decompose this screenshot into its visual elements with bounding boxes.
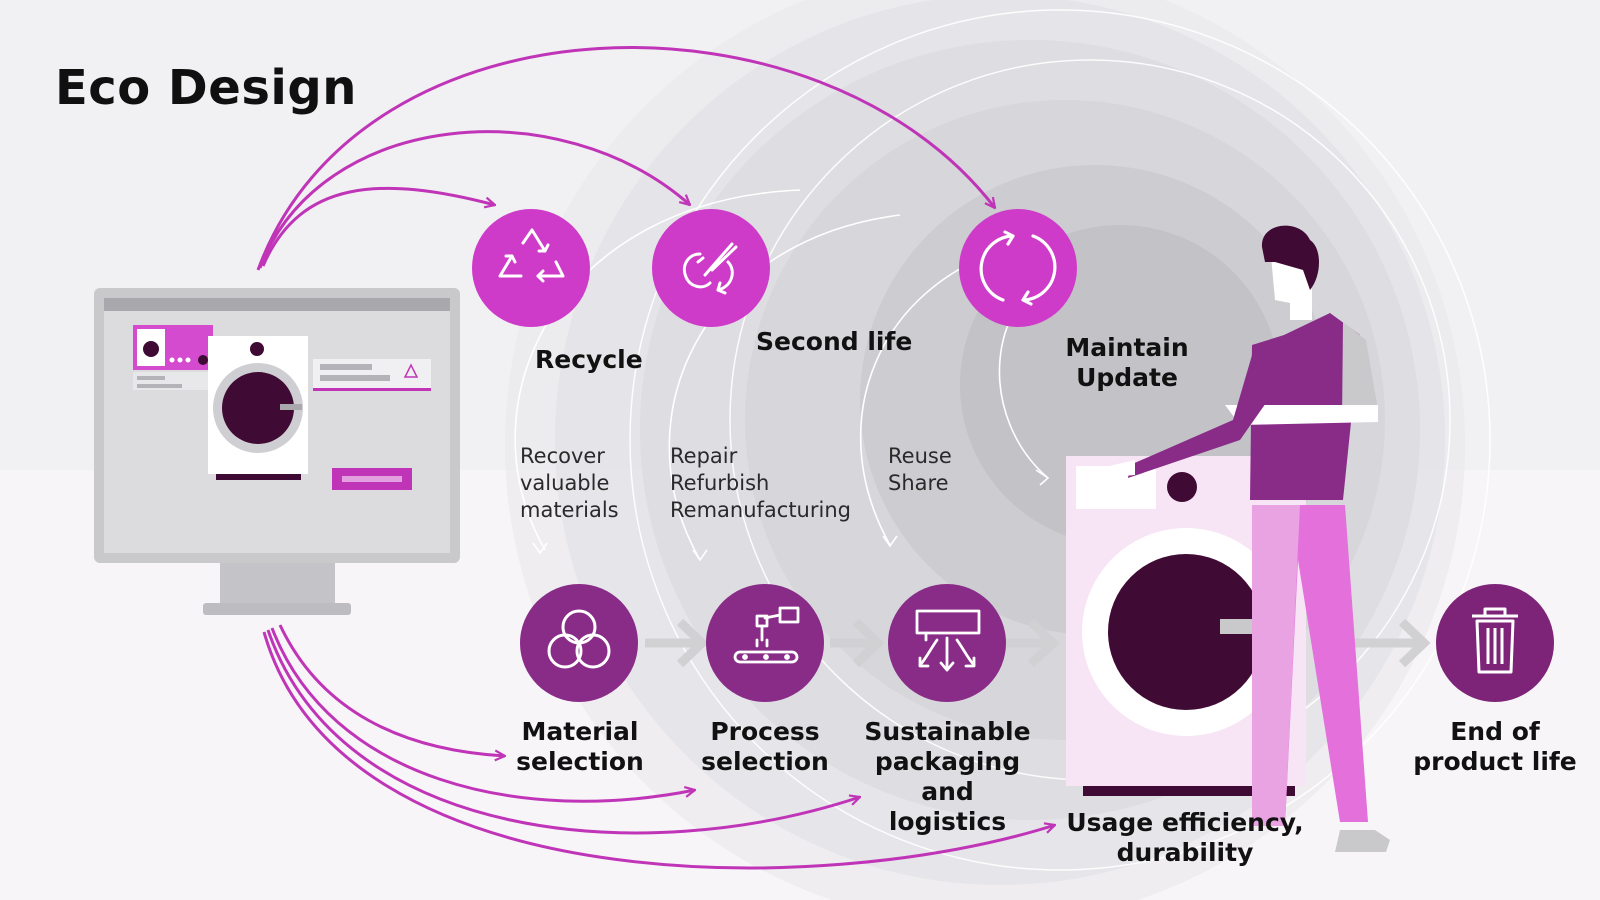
material-label: Material selection [516, 717, 644, 776]
end-label: End of product life [1413, 717, 1577, 776]
recycle-circle [472, 209, 590, 327]
arrow-to-process [270, 627, 695, 803]
recycle-label: Recycle [535, 345, 643, 374]
design-flow-arrows [256, 46, 1055, 870]
second-life-label: Second life [756, 327, 913, 356]
arrow-to-packaging [266, 629, 860, 835]
trash-can-icon [1472, 607, 1518, 674]
refresh-icon [979, 230, 1057, 306]
arrow-to-recycle [261, 186, 495, 267]
process-label: Process selection [701, 717, 829, 776]
packaging-circle [888, 584, 1006, 702]
arrow-to-usage [262, 631, 1055, 870]
package-distribution-icon [915, 609, 981, 672]
material-circle [520, 584, 638, 702]
three-circles-icon [547, 609, 611, 669]
page-title: Eco Design [55, 60, 357, 116]
usage-label: Usage efficiency, durability [1066, 808, 1304, 867]
lifecycle-arrows [645, 618, 1431, 668]
recycle-details: Recover valuable materials [520, 444, 619, 522]
maintain-details: Reuse Share [888, 444, 952, 495]
computer-monitor-icon [94, 288, 460, 615]
maintain-label: Maintain Update [1065, 333, 1189, 392]
second-life-circle [652, 209, 770, 327]
arrow-to-maintain [256, 46, 995, 271]
second-life-details: Repair Refurbish Remanufacturing [670, 444, 851, 522]
person-figure-icon [1100, 225, 1390, 852]
maintain-circle [959, 209, 1077, 327]
arrow-to-second-life [258, 130, 690, 269]
wrench-repair-icon [682, 242, 738, 295]
end-circle [1436, 584, 1554, 702]
washing-machine-icon [1066, 456, 1306, 796]
robot-arm-icon [733, 606, 800, 664]
arrow-to-material [278, 624, 505, 756]
process-circle [706, 584, 824, 702]
recycle-icon [498, 228, 565, 283]
packaging-label: Sustainable packaging and logistics [864, 717, 1031, 836]
